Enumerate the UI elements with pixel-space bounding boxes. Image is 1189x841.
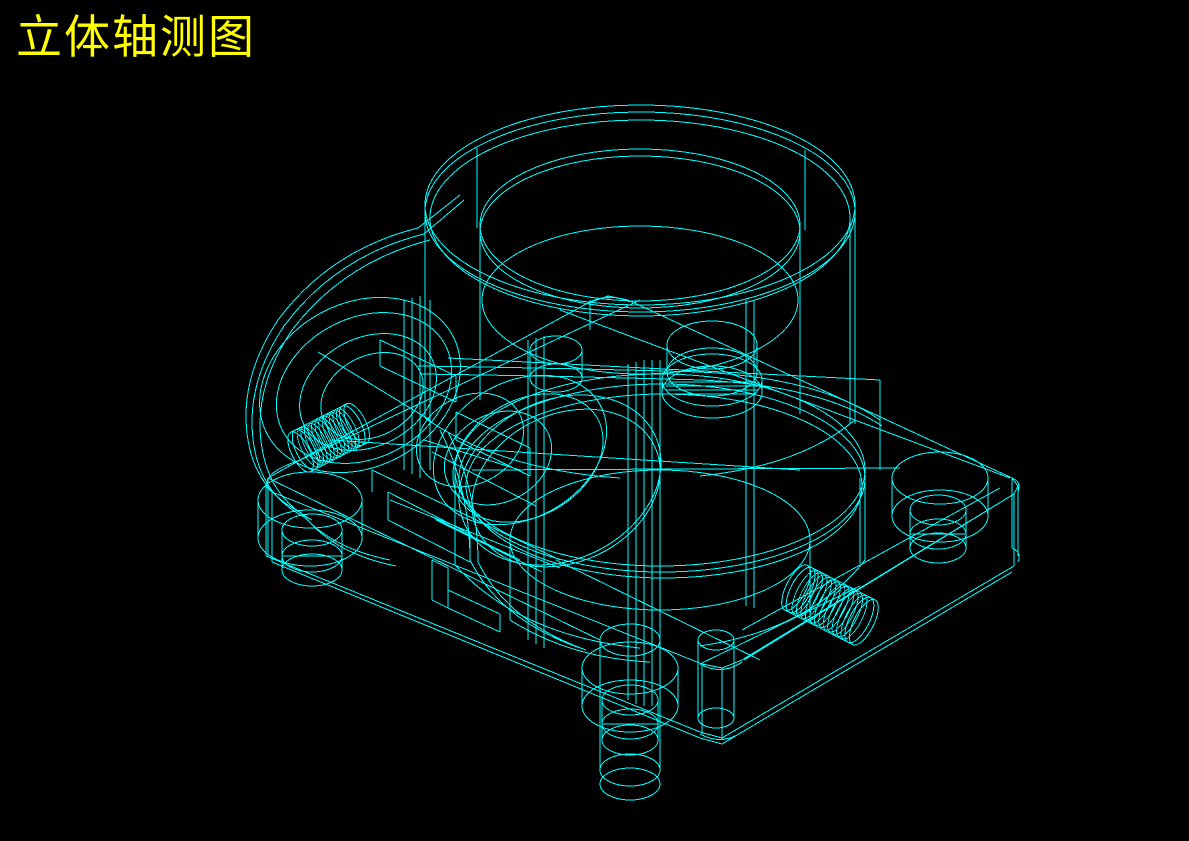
- body-walls: [404, 296, 754, 706]
- threaded-pin-left: [283, 400, 375, 476]
- counterbore-right: [892, 452, 988, 563]
- base-plate: [266, 296, 1019, 744]
- page-title: 立体轴测图: [16, 10, 256, 64]
- body-fillets: [268, 300, 1014, 664]
- counterbore-front: [582, 624, 678, 800]
- side-flange: [229, 195, 568, 566]
- counterbore-rear-left: [258, 472, 362, 586]
- top-bore: [425, 105, 855, 478]
- internal-cavity: [372, 345, 689, 650]
- threaded-pin-right: [776, 561, 884, 649]
- construction-edges: [268, 300, 880, 660]
- dowel-pin-hole: [698, 630, 734, 728]
